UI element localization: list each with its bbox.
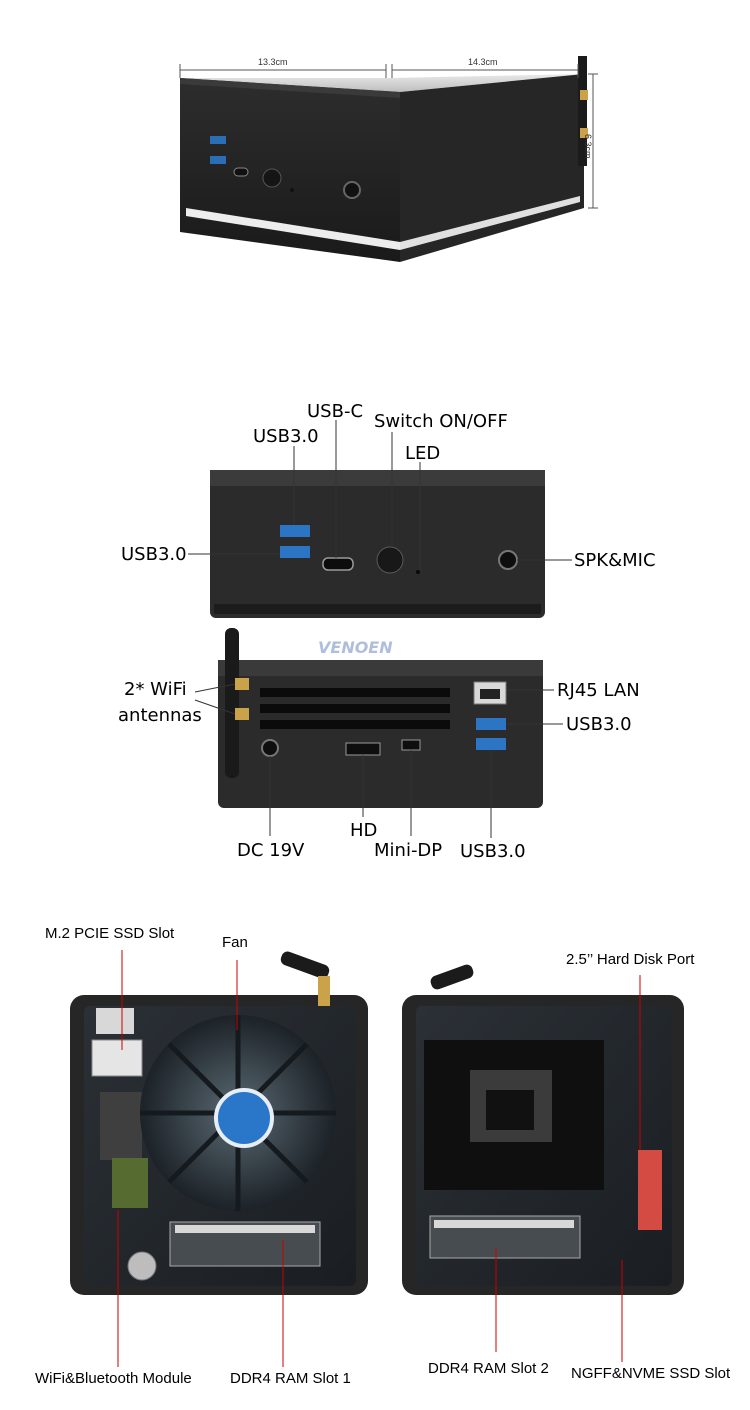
label-rj45: RJ45 LAN	[557, 680, 640, 701]
front-panel-photo	[210, 470, 545, 618]
height-dimension-label: 6.3cm	[583, 134, 593, 159]
label-wifi-bt: WiFi&Bluetooth Module	[35, 1370, 192, 1387]
mini-pc-3d-view	[180, 56, 588, 262]
label-m2-slot: M.2 PCIE SSD Slot	[45, 925, 175, 942]
internal-view-right	[402, 964, 684, 1295]
label-ram1: DDR4 RAM Slot 1	[230, 1370, 351, 1387]
label-wifi-line1: 2* WiFi	[124, 679, 187, 700]
width-dimension-label: 13.3cm	[258, 57, 288, 67]
label-fan: Fan	[222, 934, 248, 951]
label-usb-c: USB-C	[307, 401, 364, 422]
label-usb-left: USB3.0	[121, 544, 187, 565]
label-usb-top: USB3.0	[253, 426, 319, 447]
label-ngff: NGFF&NVME SSD Slot	[571, 1365, 731, 1382]
label-usb-right: USB3.0	[566, 714, 632, 735]
dimension-lines	[179, 64, 598, 209]
label-hd: HD	[350, 820, 378, 841]
rear-panel-photo	[218, 628, 543, 808]
label-wifi-line2: antennas	[118, 705, 202, 726]
label-hdd-port: 2.5’’ Hard Disk Port	[566, 951, 695, 968]
label-usb-bottom: USB3.0	[460, 841, 526, 862]
depth-dimension-label: 14.3cm	[468, 57, 498, 67]
callout-lines-internal	[117, 950, 641, 1367]
brand-watermark: VENOEN	[318, 638, 393, 657]
label-minidp: Mini-DP	[374, 840, 443, 861]
label-switch: Switch ON/OFF	[374, 411, 508, 432]
label-ram2: DDR4 RAM Slot 2	[428, 1360, 549, 1377]
label-led: LED	[405, 443, 441, 464]
label-spk-mic: SPK&MIC	[574, 550, 656, 571]
label-dc: DC 19V	[237, 840, 305, 861]
internal-view-left	[70, 951, 368, 1295]
callout-lines-ports	[188, 420, 572, 838]
